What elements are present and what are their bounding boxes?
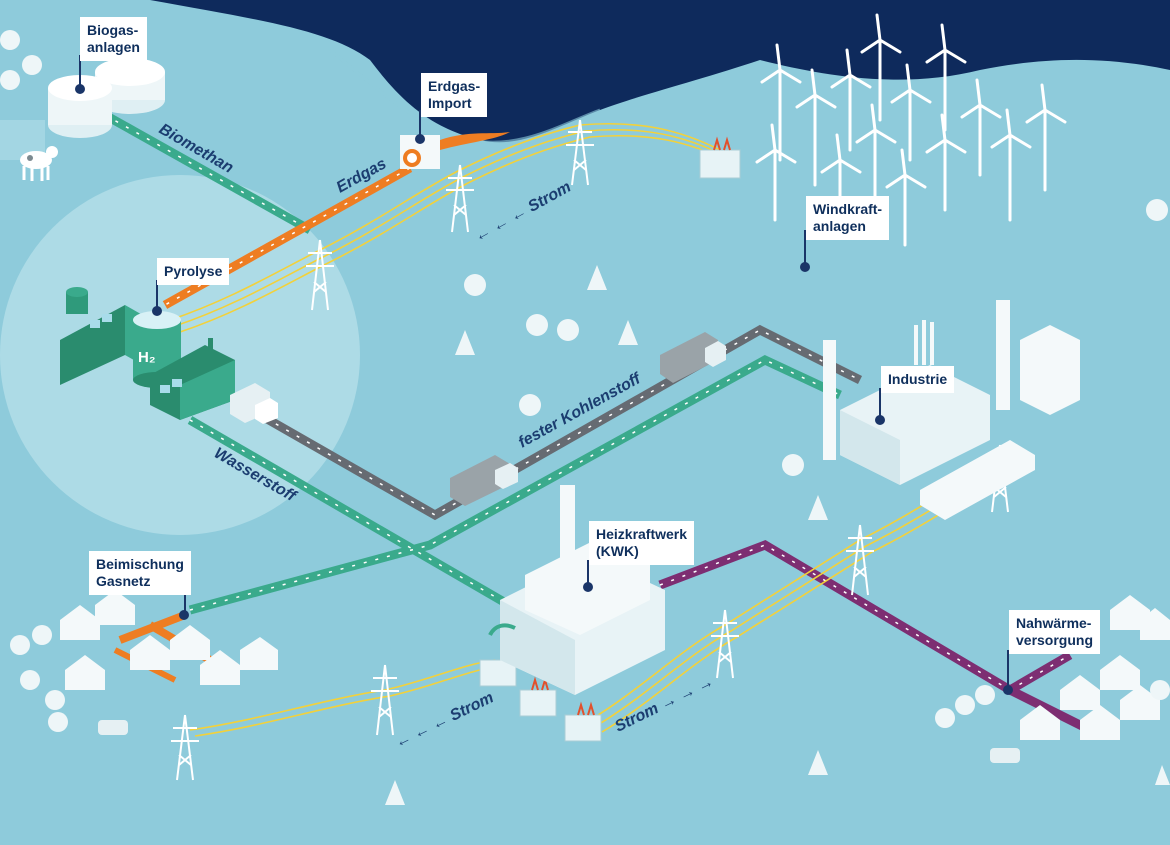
wind-turbines: [755, 13, 1067, 247]
pin-stem: [184, 590, 186, 614]
biomethane-pipeline: [102, 111, 313, 234]
callout-industry: Industrie: [881, 366, 955, 393]
pin-stem: [587, 560, 589, 586]
hydrogen-pipeline: [187, 354, 842, 624]
trees: [0, 30, 1170, 805]
substation: [479, 136, 741, 742]
pin-dot: [75, 84, 85, 94]
pin-stem: [79, 55, 81, 90]
truck: [230, 332, 726, 506]
callout-gas-import: Erdgas- Import: [421, 73, 488, 117]
pin-dot: [415, 134, 425, 144]
industry-plant: [823, 300, 1080, 520]
biogas-digesters: [0, 58, 165, 160]
callout-pyrolysis: Pyrolyse: [157, 258, 230, 285]
callout-blending: Beimischung Gasnetz: [89, 551, 191, 595]
pin-dot: [1003, 685, 1013, 695]
pin-stem: [1007, 650, 1009, 690]
pin-stem: [879, 388, 881, 420]
pin-stem: [419, 110, 421, 140]
pin-stem: [156, 280, 158, 310]
solid-carbon-route: [252, 324, 863, 521]
district-heat-network: [658, 540, 1093, 735]
callout-biogas: Biogas- anlagen: [80, 17, 147, 61]
pin-dot: [179, 610, 189, 620]
car: [98, 720, 1020, 763]
pin-dot: [152, 306, 162, 316]
pin-dot: [583, 582, 593, 592]
pyrolysis-plant: [60, 287, 235, 420]
houses: [60, 590, 1170, 740]
pin-dot: [875, 415, 885, 425]
sea-area: [150, 0, 1170, 143]
callout-district-heat: Nahwärme- versorgung: [1009, 610, 1101, 654]
pin-stem: [804, 230, 806, 268]
cow-icon: [20, 146, 58, 181]
callout-chp: Heizkraftwerk (KWK): [589, 521, 695, 565]
pin-dot: [800, 262, 810, 272]
h2-tank-mark: H₂: [138, 349, 156, 366]
callout-wind: Windkraft- anlagen: [806, 196, 890, 240]
